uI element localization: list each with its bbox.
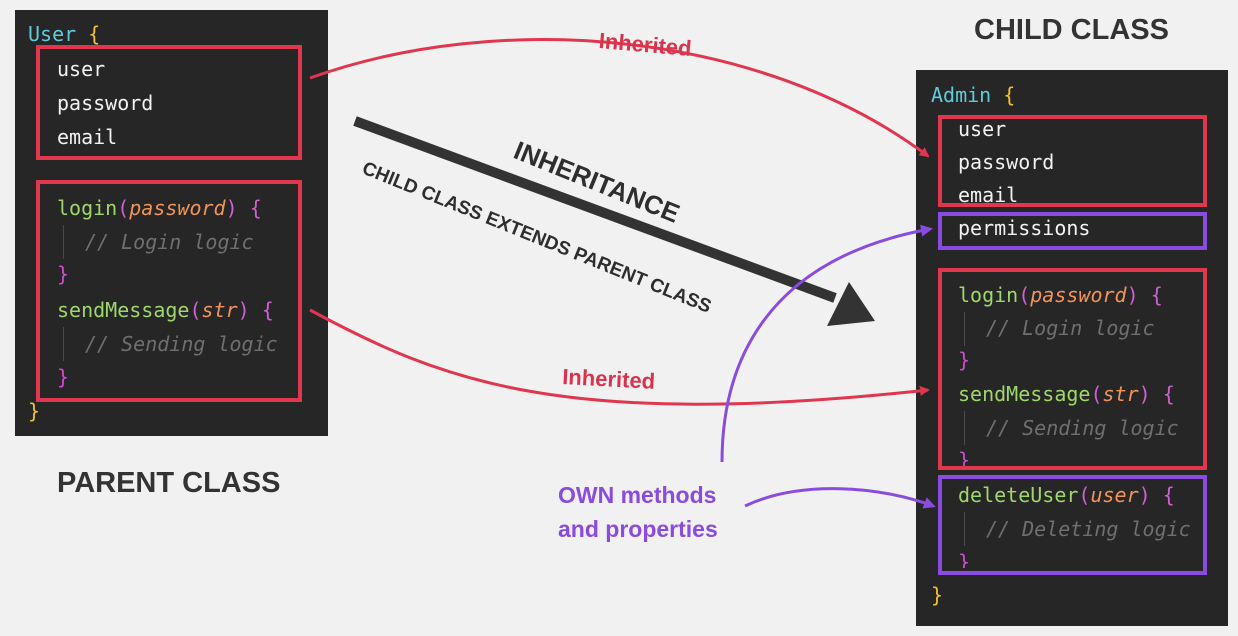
parent-send-clip: sendMessage(str) {: [57, 298, 311, 324]
parent-property-password: password: [57, 91, 154, 115]
child-send-param: str: [1102, 382, 1139, 406]
parent-login-name: login: [57, 196, 118, 220]
parent-property-email: email: [57, 125, 118, 149]
child-send-clip: sendMessage(str) {: [958, 382, 1206, 408]
child-delete-comment: // Deleting logic: [986, 517, 1191, 541]
inherited-properties-arrow: [309, 38, 930, 158]
child-delete-comment-clip: // Deleting logic: [982, 517, 1204, 543]
parent-close-brace: }: [28, 399, 41, 423]
child-send-name: sendMessage: [958, 382, 1091, 406]
child-delete-close-brace: }: [958, 550, 971, 568]
inherited-label-bottom: Inherited: [561, 364, 656, 394]
inherited-methods-arrow: [309, 308, 930, 406]
child-class-name: Admin: [931, 83, 992, 107]
parent-class-label: PARENT CLASS: [57, 467, 281, 499]
parent-login-signature: login(password) {: [57, 196, 262, 220]
own-property-arrow: [720, 224, 933, 463]
child-delete-param: user: [1090, 483, 1139, 507]
child-send-close-clip: }: [956, 448, 986, 466]
child-property-permissions: permissions: [958, 216, 1091, 240]
parent-login-comment-clip: // Login logic: [81, 230, 311, 256]
child-send-close-brace: }: [958, 448, 971, 466]
parent-send-name: sendMessage: [57, 298, 190, 322]
parent-properties-highlight: [36, 45, 302, 160]
parent-login-param: password: [129, 196, 226, 220]
child-class-label: CHILD CLASS: [974, 14, 1169, 46]
own-method-arrow: [744, 487, 936, 509]
child-delete-close-clip: }: [956, 550, 986, 568]
own-methods-label: OWN methods and properties: [558, 478, 718, 546]
parent-login-close-brace: }: [57, 262, 70, 286]
indent-guide: [964, 312, 965, 346]
inheritance-arrow: [353, 116, 837, 303]
indent-guide: [63, 327, 64, 361]
child-login-name: login: [958, 283, 1019, 307]
parent-methods-highlight: [36, 180, 302, 402]
own-methods-line2: and properties: [558, 516, 718, 542]
child-send-signature: sendMessage(str) {: [958, 382, 1175, 406]
child-delete-name: deleteUser: [958, 483, 1079, 507]
inheritance-arrow-head: [827, 282, 875, 326]
child-inherited-properties-highlight: [938, 115, 1207, 207]
parent-send-signature: sendMessage(str) {: [57, 298, 274, 322]
parent-send-comment: // Sending logic: [85, 332, 278, 356]
child-login-param: password: [1030, 283, 1127, 307]
child-delete-clip: deleteUser(user) {: [958, 483, 1204, 509]
parent-send-close-brace: }: [57, 365, 70, 389]
child-send-comment-clip: // Sending logic: [982, 416, 1204, 442]
own-methods-line1: OWN methods: [558, 482, 717, 508]
parent-send-comment-clip: // Sending logic: [81, 332, 307, 358]
child-login-comment: // Login logic: [986, 316, 1155, 340]
parent-class-name: User: [28, 22, 77, 46]
child-send-comment: // Sending logic: [986, 416, 1179, 440]
child-close-brace: }: [931, 583, 944, 607]
indent-guide: [964, 411, 965, 445]
child-inherited-methods-highlight: [938, 268, 1207, 470]
indent-guide: [63, 225, 64, 259]
child-class-header: Admin {: [931, 83, 1015, 107]
child-class-code-panel: Admin { user password email permissions …: [916, 70, 1228, 626]
child-own-property-highlight: [938, 212, 1207, 250]
child-property-user: user: [958, 117, 1007, 141]
child-login-close-brace: }: [958, 348, 971, 372]
child-open-brace: {: [1003, 83, 1016, 107]
child-login-comment-clip: // Login logic: [982, 316, 1208, 342]
parent-open-brace: {: [88, 22, 101, 46]
parent-property-user: user: [57, 57, 106, 81]
child-delete-signature: deleteUser(user) {: [958, 483, 1175, 507]
parent-class-code-panel: User { user password email login(passwor…: [15, 10, 328, 436]
indent-guide: [964, 512, 965, 546]
parent-login-comment: // Login logic: [85, 230, 254, 254]
child-property-password: password: [958, 150, 1055, 174]
child-own-method-highlight: [938, 475, 1207, 575]
parent-send-param: str: [201, 298, 238, 322]
parent-class-header: User {: [28, 22, 100, 46]
child-login-signature: login(password) {: [958, 283, 1163, 307]
